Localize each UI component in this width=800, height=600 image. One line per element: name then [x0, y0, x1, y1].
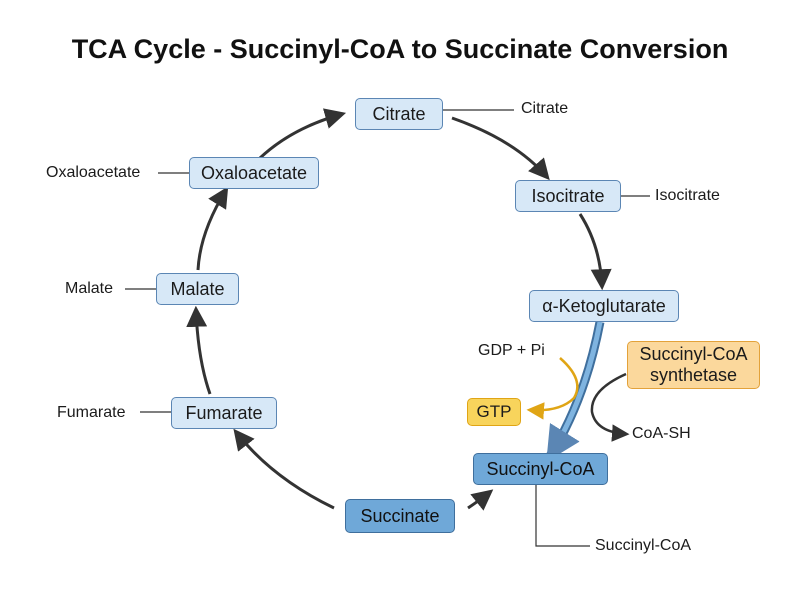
side-label-malate: Malate: [65, 280, 114, 297]
enzyme-name-line1: Succinyl-CoA: [639, 344, 748, 364]
node-alpha-ketoglutarate[interactable]: α-Ketoglutarate: [529, 290, 679, 322]
arrow-gdp-to-gtp: [526, 357, 579, 420]
label-gdp-pi: GDP + Pi: [478, 342, 545, 359]
conversion-arrow-outline: [546, 321, 605, 459]
conversion-arrow: [546, 321, 603, 462]
side-label-isocitrate: Isocitrate: [655, 187, 720, 204]
node-succinyl-coa[interactable]: Succinyl-CoA: [473, 453, 608, 485]
side-label-fumarate: Fumarate: [57, 404, 126, 421]
label-connectors: [125, 109, 650, 547]
node-fumarate[interactable]: Fumarate: [171, 397, 277, 429]
node-gtp[interactable]: GTP: [467, 398, 521, 426]
arrow-isocitrate-to-akg: [578, 213, 612, 291]
side-label-succinyl-coa: Succinyl-CoA: [595, 537, 692, 554]
label-coa-sh: CoA-SH: [632, 425, 691, 442]
node-citrate[interactable]: Citrate: [355, 98, 443, 130]
arrow-malate-to-oxaloacetate: [196, 186, 229, 271]
side-label-citrate: Citrate: [521, 100, 569, 117]
connector-succinyl-coa: [535, 484, 590, 547]
arrow-succinate-to-fumarate: [233, 428, 335, 510]
enzyme-name-line2: synthetase: [649, 365, 738, 385]
arrow-enzyme-to-coash: [590, 372, 630, 442]
arrow-fumarate-to-malate: [186, 305, 212, 395]
diagram-title: TCA Cycle - Succinyl-CoA to Succinate Co…: [71, 34, 729, 64]
arrow-succinylcoa-to-succinate: [467, 489, 494, 511]
side-label-oxaloacetate: Oxaloacetate: [46, 164, 141, 181]
node-succinate[interactable]: Succinate: [345, 499, 455, 533]
node-oxaloacetate[interactable]: Oxaloacetate: [189, 157, 319, 189]
arrow-citrate-to-isocitrate: [451, 116, 550, 181]
node-malate[interactable]: Malate: [156, 273, 239, 305]
node-isocitrate[interactable]: Isocitrate: [515, 180, 621, 212]
arrow-oxaloacetate-to-citrate: [258, 108, 347, 160]
node-enzyme[interactable]: Succinyl-CoA synthetase: [627, 341, 760, 389]
